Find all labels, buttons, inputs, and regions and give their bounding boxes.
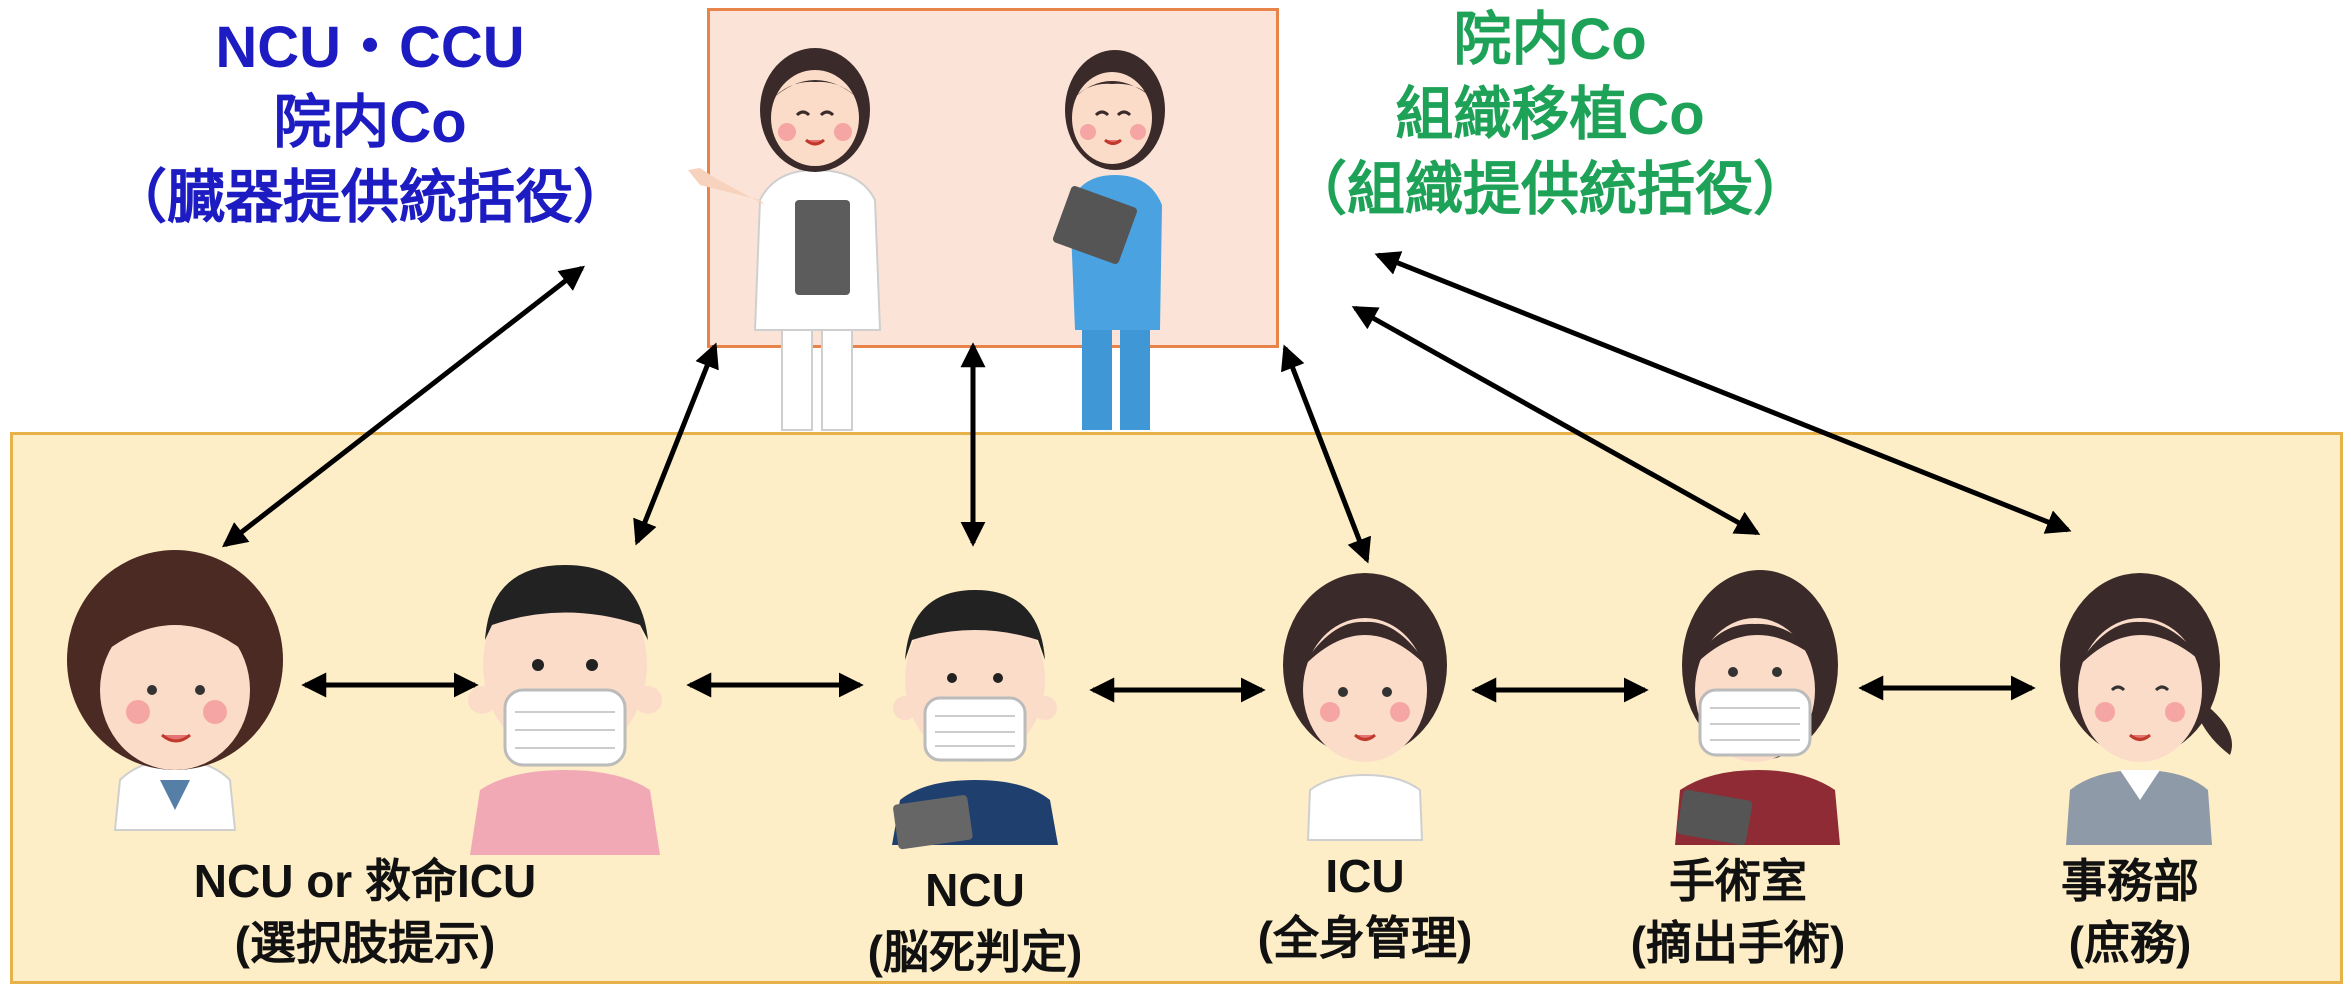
department-label-ncu: NCU (脳死判定)	[825, 859, 1125, 983]
left-title-line1: NCU・CCU	[215, 15, 525, 80]
department-name: 手術室	[1669, 855, 1807, 907]
department-role: (選択肢提示)	[234, 917, 496, 969]
department-role: (脳死判定)	[867, 926, 1083, 978]
left-title-line3: （臓器提供統括役）	[108, 165, 631, 230]
department-role: (庶務)	[2068, 917, 2192, 969]
department-label-selection: NCU or 救命ICU (選択肢提示)	[165, 850, 565, 974]
right-coordinator-title: 院内Co 組織移植Co （組織提供統括役）	[1280, 2, 1820, 227]
department-role: (摘出手術)	[1630, 917, 1846, 969]
department-label-icu: ICU (全身管理)	[1215, 845, 1515, 969]
department-label-office: 事務部 (庶務)	[1980, 850, 2280, 974]
right-title-line2: 組織移植Co	[1395, 82, 1705, 147]
department-name: NCU or 救命ICU	[193, 855, 537, 907]
left-coordinator-title: NCU・CCU 院内Co （臓器提供統括役）	[100, 10, 640, 235]
department-label-or: 手術室 (摘出手術)	[1588, 850, 1888, 974]
department-name: NCU	[925, 864, 1025, 916]
department-role: (全身管理)	[1257, 912, 1473, 964]
right-title-line3: （組織提供統括役）	[1288, 157, 1811, 222]
left-title-line2: 院内Co	[273, 90, 467, 155]
right-title-line1: 院内Co	[1453, 7, 1647, 72]
department-name: ICU	[1325, 850, 1405, 902]
department-name: 事務部	[2061, 855, 2199, 907]
coordinator-panel	[707, 8, 1279, 348]
